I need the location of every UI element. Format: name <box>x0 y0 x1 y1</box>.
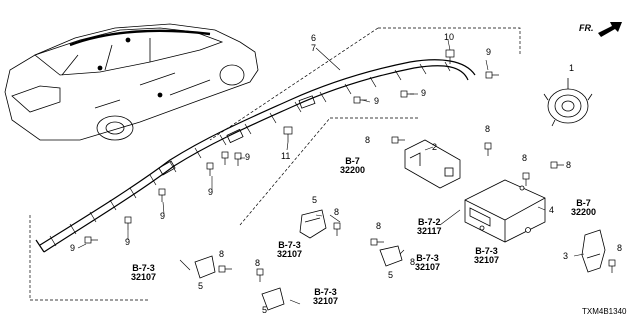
part-number-3[interactable]: 3 <box>563 251 569 261</box>
reference-code: 32200 <box>571 207 597 217</box>
clock-spring <box>543 78 593 127</box>
part-number-9-f[interactable]: 9 <box>160 211 166 221</box>
part-number-7[interactable]: 7 <box>311 43 317 53</box>
part-number-8-f[interactable]: 8 <box>376 221 382 231</box>
part-number-1[interactable]: 1 <box>569 63 575 73</box>
reference-label: B-7-2 <box>418 217 441 227</box>
part-number-8-d[interactable]: 8 <box>566 160 572 170</box>
impact-sensors <box>194 209 606 311</box>
sensor-bracket <box>404 139 461 189</box>
reference-code: 32200 <box>340 165 366 175</box>
part-number-9-g[interactable]: 9 <box>125 237 131 247</box>
part-number-9-e[interactable]: 9 <box>208 187 214 197</box>
reference-label: B-7-3 <box>475 246 498 256</box>
part-number-10[interactable]: 10 <box>444 32 455 42</box>
part-number-8-c[interactable]: 8 <box>522 153 528 163</box>
curtain-airbag <box>35 59 476 253</box>
curtain-airbag-frame <box>29 27 521 301</box>
part-number-8-h[interactable]: 8 <box>255 258 261 268</box>
part-number-8-g[interactable]: 8 <box>219 249 225 259</box>
part-number-2[interactable]: 2 <box>432 142 438 152</box>
part-number-9-d[interactable]: 9 <box>245 152 251 162</box>
reference-code: 32107 <box>474 255 500 265</box>
part-number-9-c[interactable]: 9 <box>421 88 427 98</box>
part-number-9-h[interactable]: 9 <box>70 243 76 253</box>
part-number-8-j[interactable]: 8 <box>410 257 416 267</box>
reference-code: 32107 <box>131 272 157 282</box>
front-direction-arrow <box>598 22 622 37</box>
part-number-9-b[interactable]: 9 <box>374 96 380 106</box>
reference-callout-b73-b[interactable]: B-7-3 32107 <box>474 247 499 265</box>
part-number-9-a[interactable]: 9 <box>486 47 492 57</box>
reference-label: B-7-3 <box>278 240 301 250</box>
srs-control-unit <box>464 179 546 243</box>
part-number-5-b[interactable]: 5 <box>198 281 204 291</box>
front-direction-label: FR. <box>579 23 594 33</box>
part-number-4[interactable]: 4 <box>549 205 555 215</box>
vehicle-illustration <box>4 23 259 141</box>
reference-callout-b73-a[interactable]: B-7-3 32107 <box>277 241 302 259</box>
reference-callout-b73-e[interactable]: B-7-3 32107 <box>313 288 338 306</box>
reference-code: 32117 <box>417 226 442 236</box>
reference-code: 32107 <box>277 249 303 259</box>
part-number-6[interactable]: 6 <box>311 33 317 43</box>
part-number-11[interactable]: 11 <box>281 151 291 161</box>
reference-label: B-7-3 <box>132 263 155 273</box>
part-number-5-d[interactable]: 5 <box>262 305 268 315</box>
reference-callout-b73-d[interactable]: B-7-3 32107 <box>131 264 156 282</box>
reference-label: B-7-3 <box>416 253 439 263</box>
diagram-code: TXM4B1340 <box>582 307 627 316</box>
reference-callout-b73-c[interactable]: B-7-3 32107 <box>415 254 440 272</box>
reference-callout-b7-main[interactable]: B-7 32200 <box>340 157 365 175</box>
reference-code: 32107 <box>415 262 441 272</box>
part-number-8-e[interactable]: 8 <box>334 207 340 217</box>
part-number-5-c[interactable]: 5 <box>388 270 394 280</box>
leader-lines <box>77 39 585 305</box>
bolt-fasteners <box>84 49 616 282</box>
reference-callout-b7-side[interactable]: B-7 32200 <box>571 199 596 217</box>
part-number-5-a[interactable]: 5 <box>312 195 318 205</box>
part-number-8-a[interactable]: 8 <box>365 135 371 145</box>
part-number-8-i[interactable]: 8 <box>617 243 623 253</box>
reference-label: B-7 <box>345 156 360 166</box>
reference-label: B-7 <box>576 198 591 208</box>
reference-code: 32107 <box>313 296 339 306</box>
part-number-8-b[interactable]: 8 <box>485 124 491 134</box>
reference-label: B-7-3 <box>314 287 337 297</box>
reference-callout-b72[interactable]: B-7-2 32117 <box>417 218 442 236</box>
